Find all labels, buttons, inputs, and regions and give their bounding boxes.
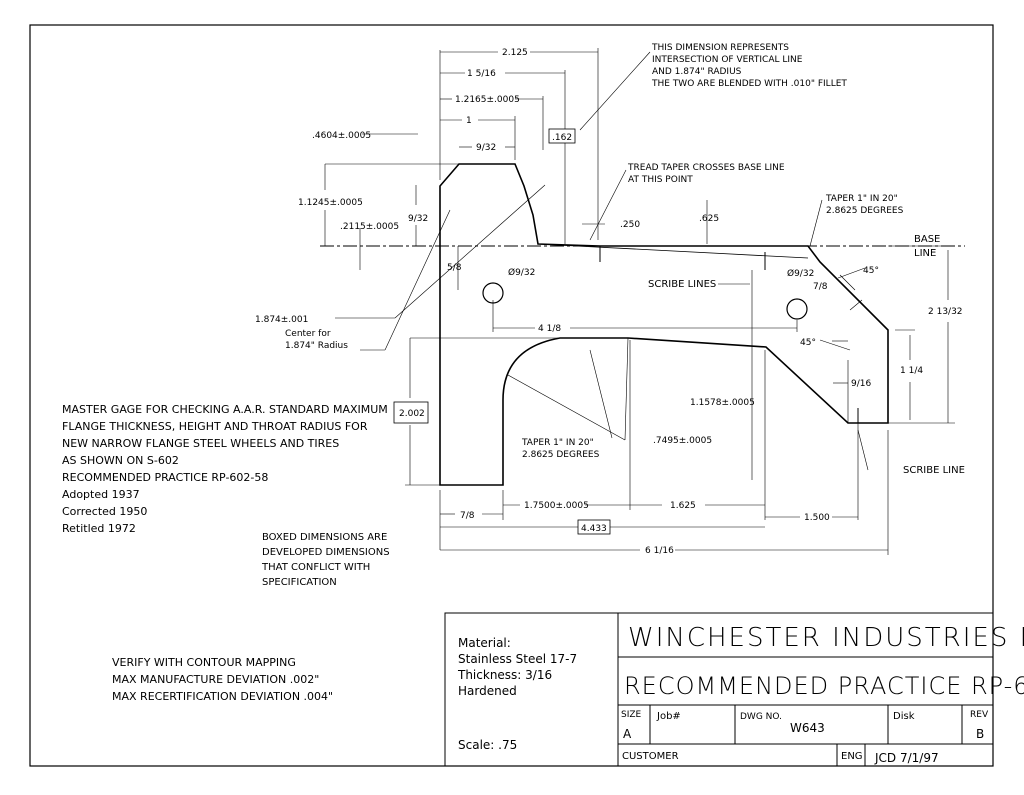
dim-2125: 2.125: [502, 48, 528, 58]
dim-5-8: 5/8: [447, 263, 462, 273]
boxed-2002: 2.002: [399, 409, 425, 419]
size-label: SIZE: [621, 710, 642, 720]
dim-625: .625: [699, 214, 719, 224]
dim-hole-left: Ø9/32: [508, 267, 535, 278]
dim-250: .250: [620, 220, 640, 230]
drawing-title: RECOMMENDED PRACTICE RP-602-58: [624, 672, 1024, 700]
center-note-1: Center for: [285, 329, 331, 339]
hole-right: [786, 298, 808, 320]
dim-1-500: 1.500: [804, 513, 830, 523]
scale: Scale: .75: [458, 738, 517, 752]
master-note-3: NEW NARROW FLANGE STEEL WHEELS AND TIRES: [62, 437, 339, 450]
master-note-2: FLANGE THICKNESS, HEIGHT AND THROAT RADI…: [62, 420, 368, 433]
note-dim-1: THIS DIMENSION REPRESENTS: [651, 43, 789, 53]
master-note-1: MASTER GAGE FOR CHECKING A.A.R. STANDARD…: [62, 403, 388, 416]
dim-hole-right: Ø9/32: [787, 268, 814, 279]
job-label: Job#: [656, 711, 681, 722]
note-dim-4: THE TWO ARE BLENDED WITH .010" FILLET: [651, 79, 847, 89]
material-label: Material:: [458, 636, 511, 650]
master-note-8: Retitled 1972: [62, 522, 136, 535]
dim-2-13-32: 2 13/32: [928, 307, 963, 317]
angle-45-top: 45°: [863, 266, 879, 276]
title-block: [444, 612, 994, 767]
scribe-lines-label: SCRIBE LINES: [648, 279, 716, 290]
center-note-2: 1.874" Radius: [285, 341, 348, 351]
box-162: [548, 128, 576, 144]
disk-label: Disk: [893, 711, 915, 722]
box-4433: [577, 519, 611, 535]
dimension-lines: [324, 48, 955, 555]
base-line-label-1: BASE: [914, 234, 940, 245]
angle-45-bottom: 45°: [800, 338, 816, 348]
dim-9-32-top: 9/32: [476, 143, 496, 153]
dim-1-2165: 1.2165±.0005: [455, 95, 520, 105]
dim-1-1245: 1.1245±.0005: [298, 198, 363, 208]
dim-7-8-bottom: 7/8: [460, 511, 475, 521]
dim-1-1578: 1.1578±.0005: [690, 398, 755, 408]
tread-taper-line: [537, 243, 809, 259]
tread-note-1: TREAD TAPER CROSSES BASE LINE: [627, 163, 785, 173]
dim-1-874: 1.874±.001: [255, 315, 308, 325]
thickness: Thickness: 3/16: [457, 668, 552, 682]
dim-9-32-side: 9/32: [408, 214, 428, 224]
dim-7495: .7495±.0005: [653, 436, 712, 446]
size-value: A: [623, 727, 632, 741]
taper-top-1: TAPER 1" IN 20": [825, 194, 898, 204]
eng-label: ENG: [841, 751, 863, 762]
eng-value: JCD 7/1/97: [874, 751, 939, 765]
dim-1-1-4: 1 1/4: [900, 366, 923, 376]
gage-outline: [439, 163, 889, 486]
dim-2115: .2115±.0005: [340, 222, 399, 232]
dim-4-1-8: 4 1/8: [538, 324, 561, 334]
dim-1-5-16: 1 5/16: [467, 69, 496, 79]
boxed-162: .162: [552, 133, 572, 143]
taper-bottom-1: TAPER 1" IN 20": [521, 438, 594, 448]
company-name: WINCHESTER INDUSTRIES INC.: [628, 623, 1024, 653]
dim-9-16: 9/16: [851, 379, 871, 389]
master-note-5: RECOMMENDED PRACTICE RP-602-58: [62, 471, 268, 484]
customer-label: CUSTOMER: [622, 751, 679, 762]
dim-7-8-right: 7/8: [813, 282, 828, 292]
tread-note-2: AT THIS POINT: [628, 175, 693, 185]
box-2002: [393, 401, 429, 424]
master-note-7: Corrected 1950: [62, 505, 147, 518]
taper-bottom-2: 2.8625 DEGREES: [522, 450, 600, 460]
dim-1: 1: [466, 116, 472, 126]
dwg-number: W643: [790, 721, 825, 735]
boxed-note-2: DEVELOPED DIMENSIONS: [262, 547, 390, 558]
scribe-line-label: SCRIBE LINE: [903, 465, 965, 476]
material-value: Stainless Steel 17-7: [458, 652, 577, 666]
base-line-label-2: LINE: [914, 248, 936, 259]
taper-top-2: 2.8625 DEGREES: [826, 206, 904, 216]
master-note-6: Adopted 1937: [62, 488, 140, 501]
boxed-4433: 4.433: [581, 524, 607, 534]
dim-1-625: 1.625: [670, 501, 696, 511]
boxed-note-3: THAT CONFLICT WITH: [261, 562, 370, 573]
verify-note-3: MAX RECERTIFICATION DEVIATION .004": [112, 690, 333, 703]
dim-1-7500: 1.7500±.0005: [524, 501, 589, 511]
verify-note-2: MAX MANUFACTURE DEVIATION .002": [112, 673, 319, 686]
note-dim-2: INTERSECTION OF VERTICAL LINE: [652, 55, 803, 65]
rev-value: B: [976, 727, 984, 741]
hardened: Hardened: [458, 684, 517, 698]
dwg-label: DWG NO.: [740, 712, 782, 722]
dim-6-1-16: 6 1/16: [645, 546, 674, 556]
master-note-4: AS SHOWN ON S-602: [62, 454, 179, 467]
note-dim-3: AND 1.874" RADIUS: [652, 67, 742, 77]
verify-note-1: VERIFY WITH CONTOUR MAPPING: [112, 656, 296, 669]
dim-4604: .4604±.0005: [312, 131, 371, 141]
boxed-note-1: BOXED DIMENSIONS ARE: [262, 532, 387, 543]
rev-label: REV: [970, 710, 989, 720]
boxed-note-4: SPECIFICATION: [262, 577, 337, 588]
